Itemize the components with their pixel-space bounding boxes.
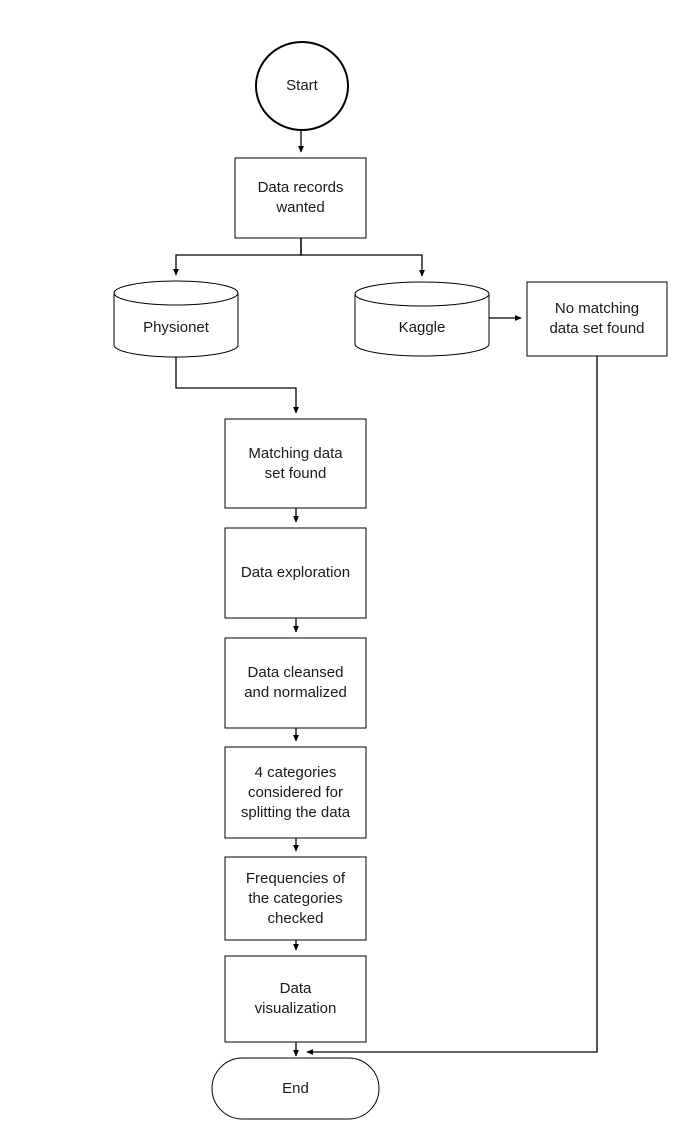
node-four-categories-considered[interactable] [224, 746, 367, 839]
node-shape-cylinder-body [113, 293, 239, 358]
edge-physionet-to-matching [175, 357, 299, 414]
node-no-matching-data-set-found[interactable] [526, 281, 668, 357]
node-shape-rect [224, 418, 367, 509]
node-shape-rect [224, 637, 367, 729]
node-shape-rect [526, 281, 668, 357]
node-end[interactable] [211, 1057, 380, 1120]
edges-layer [173, 130, 598, 1057]
node-shape-cylinder-top [113, 280, 239, 306]
node-data-records-wanted[interactable] [234, 157, 367, 239]
node-shape-rect [234, 157, 367, 239]
edge-data-records-to-kaggle [300, 238, 425, 277]
node-data-cleansed-and-normalized[interactable] [224, 637, 367, 729]
node-shape-cylinder-top [354, 281, 490, 307]
nodes-layer [113, 41, 668, 1120]
node-data-exploration[interactable] [224, 527, 367, 619]
node-matching-data-set-found[interactable] [224, 418, 367, 509]
node-shape-rect [224, 856, 367, 941]
node-shape-stadium [211, 1057, 380, 1120]
node-shape-rect [224, 955, 367, 1043]
node-shape-rect [224, 746, 367, 839]
node-shape-cylinder-body [354, 294, 490, 357]
edge-data-records-to-physionet [173, 238, 302, 276]
node-kaggle[interactable] [354, 281, 490, 357]
node-frequencies-checked[interactable] [224, 856, 367, 941]
node-physionet[interactable] [113, 280, 239, 358]
node-data-visualization[interactable] [224, 955, 367, 1043]
node-shape-rect [224, 527, 367, 619]
node-start[interactable] [255, 41, 349, 131]
edge-no-matching-to-end [306, 356, 598, 1055]
node-shape-circle [255, 41, 349, 131]
